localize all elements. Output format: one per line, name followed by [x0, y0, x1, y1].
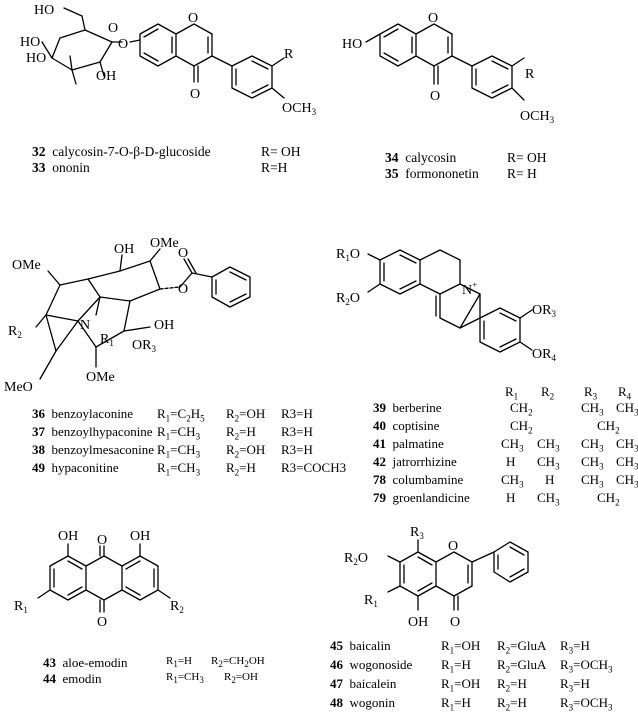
- atom-o: O: [178, 282, 188, 297]
- caption-43: 43 aloe-emodin R1=H R2=CH2OH: [43, 655, 265, 670]
- atom-o: O: [188, 11, 198, 26]
- atom-or4: OR4: [532, 347, 556, 363]
- structure-calycosin: HO O O R OCH3: [342, 11, 555, 125]
- structure-calycosin-glucoside: HO HO HO OH O O O O R OCH3: [20, 3, 317, 117]
- atom-ho: HO: [34, 3, 54, 18]
- atom-r1: R1: [100, 332, 114, 348]
- atom-r1: R1: [14, 599, 28, 615]
- atom-oh: OH: [408, 615, 428, 630]
- caption-33: 33 ononin R=H: [32, 160, 288, 175]
- caption-34: 34 calycosin R= OH: [385, 150, 547, 165]
- atom-o: O: [108, 21, 118, 36]
- atom-r: R: [284, 47, 294, 62]
- atom-r2o: R2O: [336, 291, 360, 307]
- atom-ome: OMe: [150, 236, 179, 251]
- atom-ho: HO: [342, 37, 362, 52]
- atom-r: R: [525, 67, 535, 82]
- atom-ho: HO: [20, 35, 40, 50]
- atom-n: N: [80, 318, 90, 333]
- atom-o: O: [428, 11, 438, 26]
- caption-79: 79 groenlandicine H CH3 CH2: [373, 490, 620, 508]
- atom-o: O: [190, 87, 200, 102]
- atom-o: O: [178, 246, 188, 261]
- atom-och3: OCH3: [282, 101, 317, 117]
- atom-o: O: [97, 533, 107, 548]
- caption-37: 37 benzoylhypaconine R1=CH3 R2=H R3=H: [32, 424, 313, 442]
- structure-emodin: OH OH O O R1 R2: [14, 529, 184, 630]
- atom-r1o: R1O: [336, 247, 360, 263]
- atom-r2o: R2O: [344, 551, 368, 567]
- atom-oh: OH: [154, 318, 174, 333]
- caption-41: 41 palmatine CH3 CH3 CH3 CH3: [373, 436, 638, 454]
- atom-r2: R2: [170, 599, 184, 615]
- atom-ho: HO: [26, 51, 46, 66]
- caption-48: 48 wogonin R1=H R2=H R3=OCH3: [330, 695, 613, 713]
- atom-or3: OR3: [532, 303, 556, 319]
- structure-benzoylaconine: OH OMe OMe OMe MeO OH OR3 R1 R2 N O O: [4, 236, 251, 395]
- atom-n-plus: N+: [462, 280, 477, 298]
- caption-39: 39 berberine CH2 CH3 CH3: [373, 400, 638, 418]
- atom-oh: OH: [58, 529, 78, 544]
- caption-38: 38 benzoylmesaconine R1=CH3 R2=OH R3=H: [32, 442, 313, 460]
- atom-o: O: [118, 37, 128, 52]
- atom-or3: OR3: [132, 338, 156, 354]
- atom-oh: OH: [114, 242, 134, 257]
- atom-o: O: [450, 615, 460, 630]
- atom-o: O: [430, 89, 440, 104]
- caption-32: 32 calycosin-7-O-β-D-glucoside R= OH: [32, 144, 301, 159]
- caption-47: 47 baicalein R1=OH R2=H R3=H: [330, 676, 590, 694]
- atom-r1: R1: [364, 593, 378, 609]
- caption-42: 42 jatrorrhizine H CH3 CH3 CH3: [373, 454, 638, 472]
- atom-ome: OMe: [12, 258, 41, 273]
- caption-40: 40 coptisine CH2 CH2: [373, 418, 620, 436]
- structure-berberine: R1O R2O N+ OR3 OR4: [336, 247, 556, 363]
- caption-35: 35 formononetin R= H: [385, 166, 537, 181]
- atom-oh: OH: [130, 529, 150, 544]
- caption-78: 78 columbamine CH3 H CH3 CH3: [373, 472, 638, 490]
- atom-meo: MeO: [4, 380, 33, 395]
- atom-o: O: [448, 539, 458, 554]
- atom-och3: OCH3: [520, 109, 555, 125]
- atom-ome: OMe: [86, 370, 115, 385]
- atom-oh: OH: [96, 69, 116, 84]
- atom-o: O: [97, 615, 107, 630]
- structure-baicalin: R3 R2O R1 OH O O: [344, 525, 529, 630]
- caption-45: 45 baicalin R1=OH R2=GluA R3=H: [330, 638, 590, 656]
- atom-r2: R2: [8, 324, 22, 340]
- caption-49: 49 hypaconitine R1=CH3 R2=H R3=COCH3: [32, 460, 347, 478]
- atom-r3: R3: [410, 525, 424, 541]
- caption-36: 36 benzoylaconine R1=C2H5 R2=OH R3=H: [32, 406, 313, 424]
- caption-44: 44 emodin R1=CH3 R2=OH: [43, 671, 258, 686]
- caption-46: 46 wogonoside R1=H R2=GluA R3=OCH3: [330, 657, 613, 675]
